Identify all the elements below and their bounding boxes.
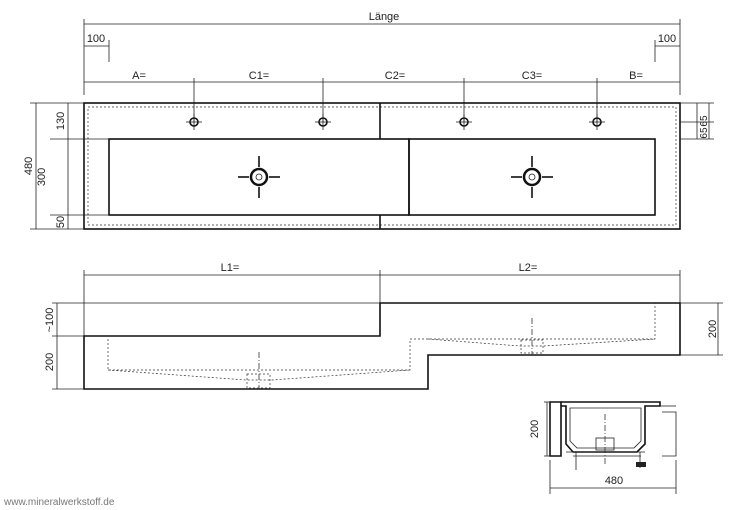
front-view: L1= L2= ~100 200 200: [44, 262, 723, 390]
side-height-label: 200: [529, 420, 541, 438]
depth-part-2-label: 300: [36, 168, 48, 186]
segment-l2-label: L2=: [519, 262, 538, 274]
drain-left: [238, 156, 280, 198]
segment-c2-label: C2=: [385, 70, 406, 82]
depth-total-label: 480: [23, 157, 35, 175]
top-view: Länge 100 100 A= C1= C2= C3= B=: [23, 11, 714, 230]
tap-hole-4: [589, 114, 605, 130]
margin-right-label: 100: [658, 33, 676, 45]
segment-l1-label: L1=: [221, 262, 240, 274]
margin-left-label: 100: [87, 33, 105, 45]
watermark: www.mineralwerkstoff.de: [3, 497, 115, 508]
right-dim-label: 200: [707, 320, 719, 338]
segment-a-label: A=: [132, 70, 146, 82]
segment-b-label: B=: [629, 70, 643, 82]
tap-hole-1: [186, 114, 202, 130]
side-view: 200 480: [529, 401, 677, 494]
depth-part-1-label: 130: [55, 112, 67, 130]
depth-part-3-label: 50: [55, 216, 67, 228]
countertop-outline: [83, 102, 681, 230]
segment-c3-label: C3=: [522, 70, 543, 82]
right-part-2-label: 65: [699, 127, 710, 139]
front-profile: [83, 302, 681, 390]
side-width-label: 480: [605, 475, 623, 487]
length-label: Länge: [369, 11, 400, 23]
left-dim-1-label: ~100: [44, 308, 56, 333]
drain-right: [511, 156, 553, 198]
basin-right: [408, 138, 656, 216]
basin-left: [108, 138, 410, 216]
right-part-1-label: 65: [699, 115, 710, 127]
left-dim-2-label: 200: [44, 353, 56, 371]
tap-hole-3: [456, 114, 472, 130]
tap-hole-2: [315, 114, 331, 130]
segment-c1-label: C1=: [249, 70, 270, 82]
